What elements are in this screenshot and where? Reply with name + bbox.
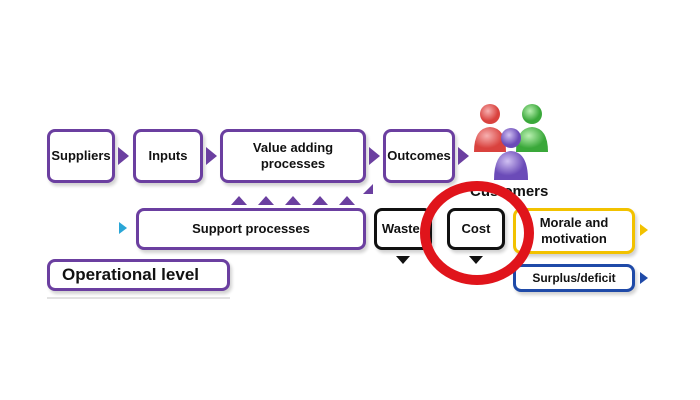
cost-box: Cost — [447, 208, 505, 250]
up-arrow-5 — [339, 196, 355, 205]
inputs-box: Inputs — [133, 129, 203, 183]
waste-down-arrow — [396, 256, 410, 264]
inputs-label: Inputs — [148, 147, 188, 163]
surplus-box: Surplus/deficit — [513, 264, 635, 292]
value-adding-label: Value adding processes — [252, 139, 334, 171]
suppliers-box: Suppliers — [47, 129, 115, 183]
surplus-arrow — [640, 272, 648, 284]
up-arrow-2 — [258, 196, 274, 205]
surplus-label: Surplus/deficit — [532, 270, 616, 285]
support-entry-arrow — [119, 222, 127, 234]
up-arrow-1 — [231, 196, 247, 205]
support-processes-box: Support processes — [136, 208, 366, 250]
morale-label: Morale and motivation — [539, 214, 609, 246]
corner-triangle — [363, 184, 373, 194]
operational-level-label: Operational level — [62, 265, 199, 285]
red-circle-annotation — [420, 181, 534, 285]
value-adding-box: Value adding processes — [220, 129, 366, 183]
arrow-suppliers-inputs — [118, 147, 129, 165]
cost-down-arrow — [469, 256, 483, 264]
support-processes-label: Support processes — [192, 220, 310, 236]
up-arrow-3 — [285, 196, 301, 205]
up-arrow-4 — [312, 196, 328, 205]
arrow-inputs-value — [206, 147, 217, 165]
operational-level-box: Operational level — [47, 259, 230, 291]
morale-arrow — [640, 224, 648, 236]
suppliers-label: Suppliers — [51, 147, 111, 163]
outcomes-box: Outcomes — [383, 129, 455, 183]
cost-label: Cost — [461, 220, 491, 236]
customers-people-icon — [474, 104, 548, 180]
outcomes-label: Outcomes — [387, 147, 451, 163]
waste-label: Waste( — [381, 220, 425, 236]
arrow-outcomes-customers — [458, 147, 469, 165]
arrow-value-outcomes — [369, 147, 380, 165]
bottom-rule — [47, 297, 230, 299]
